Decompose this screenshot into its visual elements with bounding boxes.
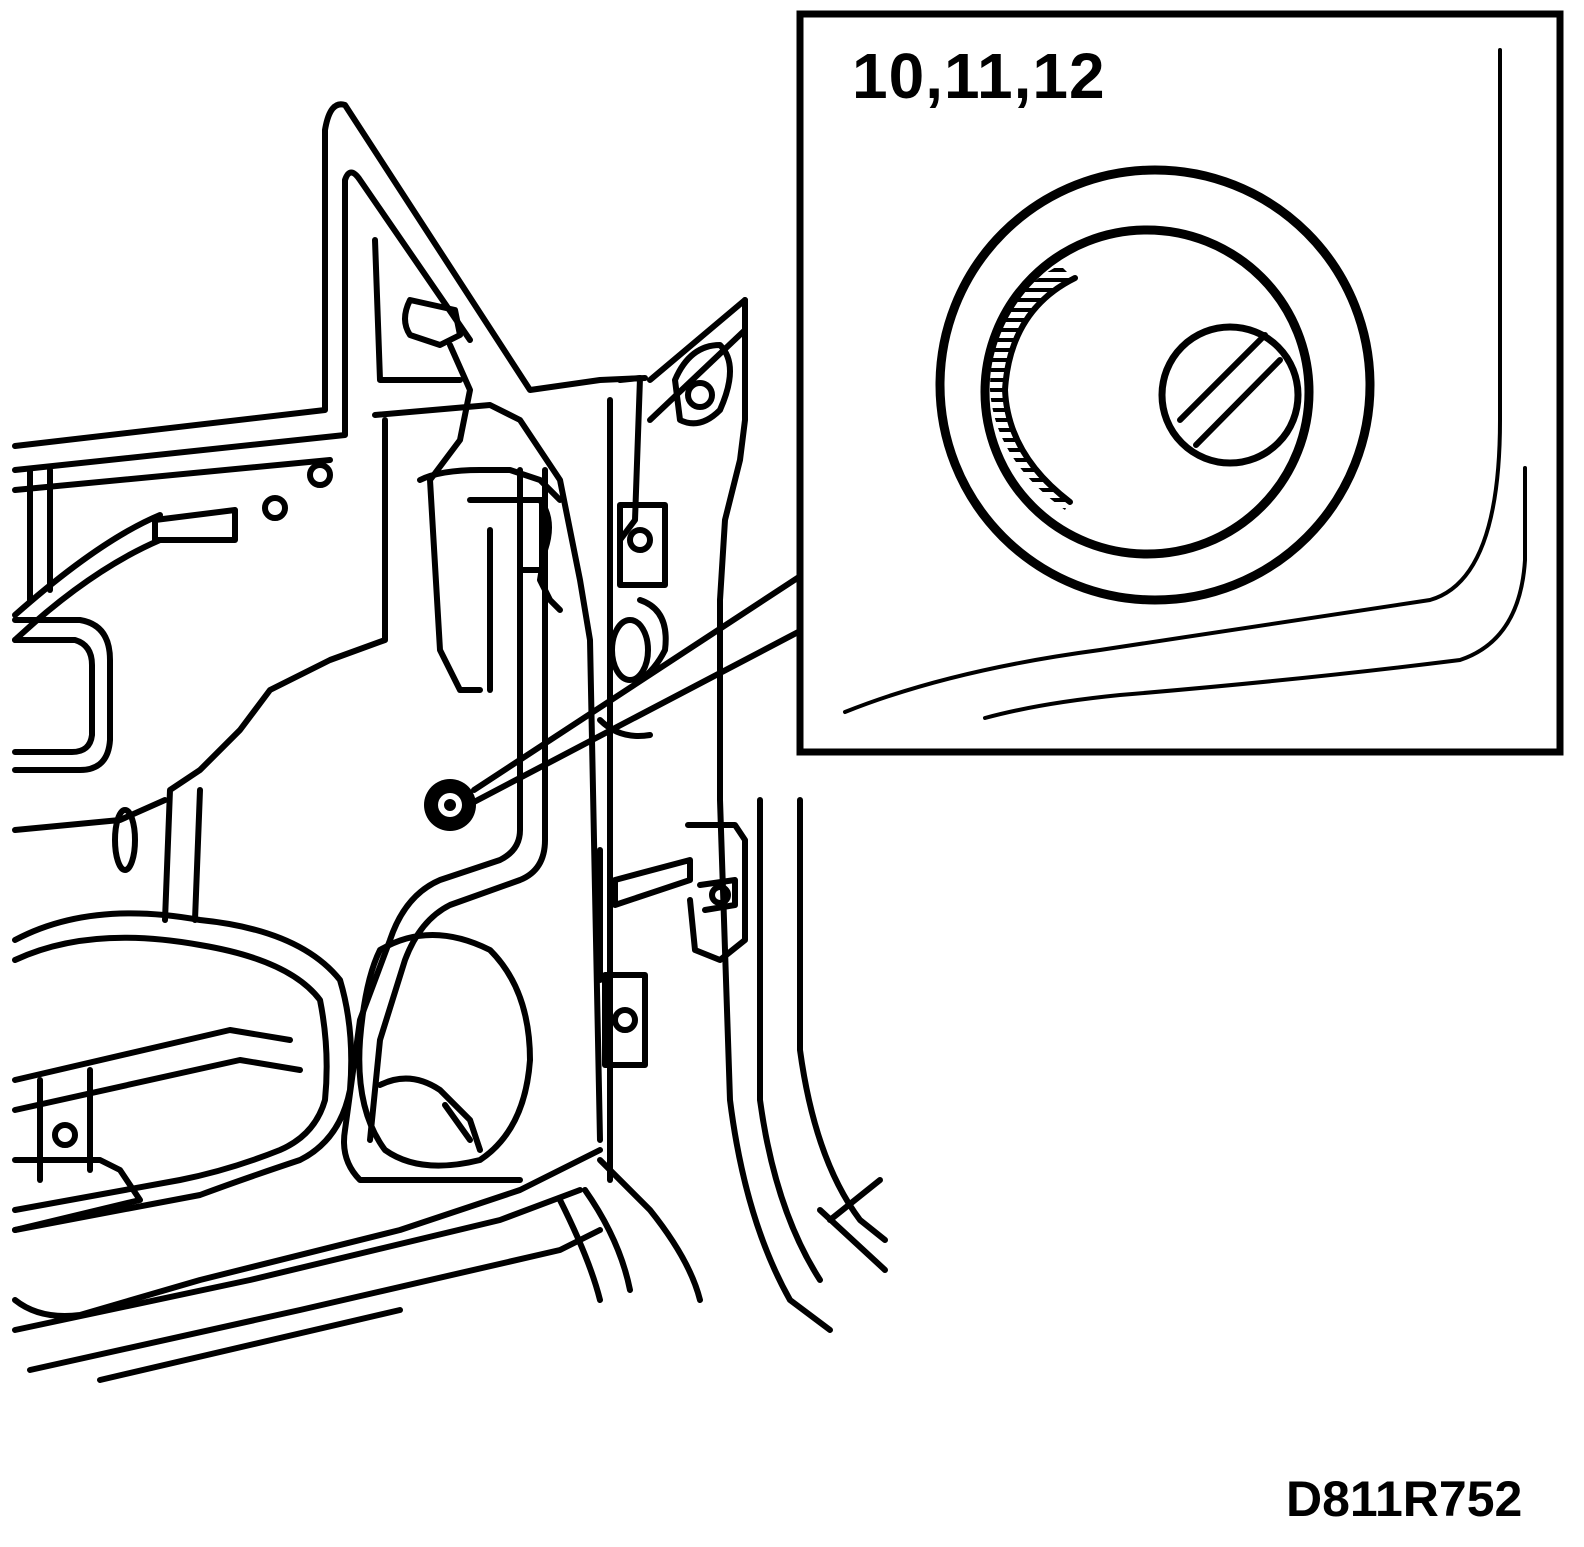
detail-inset [796, 10, 1564, 756]
callout-pointer [471, 572, 805, 805]
slotted-plug [1158, 323, 1302, 467]
figure-reference-code: D811R752 [1286, 1471, 1523, 1527]
door-inner-panel [12, 101, 888, 1383]
step-numbers-label: 10,11,12 [852, 40, 1106, 112]
grommet-detail [935, 165, 1375, 605]
fastener-location-marker [424, 779, 476, 831]
